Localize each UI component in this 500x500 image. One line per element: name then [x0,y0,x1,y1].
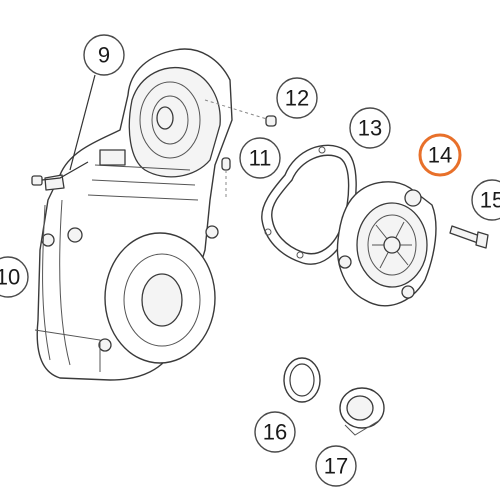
callout-13-label: 13 [358,116,382,141]
callout-16[interactable]: 16 [254,411,296,453]
callout-11-label: 11 [249,146,272,171]
callout-15-label: 15 [480,188,500,213]
callout-15[interactable]: 15 [471,179,500,221]
callout-17[interactable]: 17 [315,445,357,487]
callout-10-label: 10 [0,265,20,290]
bolt-9-part[interactable] [31,161,89,186]
dowel-pin-11-part[interactable] [221,157,231,200]
callout-14-highlighted[interactable]: 14 [418,133,462,177]
dowel-pin-part[interactable] [204,99,277,127]
callout-12-label: 12 [285,86,309,111]
callout-17-label: 17 [324,454,348,479]
ignition-cover-part[interactable] [34,48,233,381]
callout-10[interactable]: 10 [0,256,29,298]
o-ring-part[interactable] [283,357,321,403]
pump-cover-part[interactable] [336,181,437,307]
plug-part[interactable] [339,387,385,436]
callout-14-label: 14 [428,143,452,168]
callout-16-label: 16 [263,420,287,445]
callout-9-label: 9 [98,43,110,68]
gasket-part[interactable] [261,144,357,265]
callout-9[interactable]: 9 [69,34,125,171]
callout-12[interactable]: 12 [276,77,318,119]
callout-13[interactable]: 13 [349,107,391,149]
bolt-15-part[interactable] [449,225,489,249]
callout-11[interactable]: 11 [239,137,281,179]
